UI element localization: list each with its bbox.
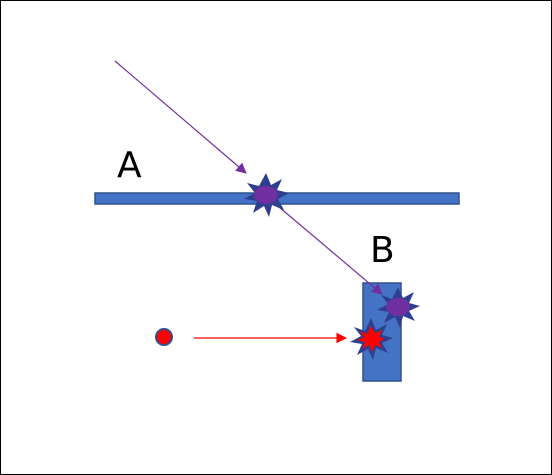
impact-b-red-starburst-icon (350, 318, 393, 360)
impact-b-purple-starburst-icon (377, 287, 420, 328)
source-dot-icon (155, 328, 173, 346)
purple-ray-transmitted (278, 206, 383, 295)
impact-a-starburst-icon (244, 173, 289, 217)
purple-ray-incoming (114, 60, 247, 174)
label-b: B (370, 230, 395, 271)
label-a: A (117, 145, 142, 186)
